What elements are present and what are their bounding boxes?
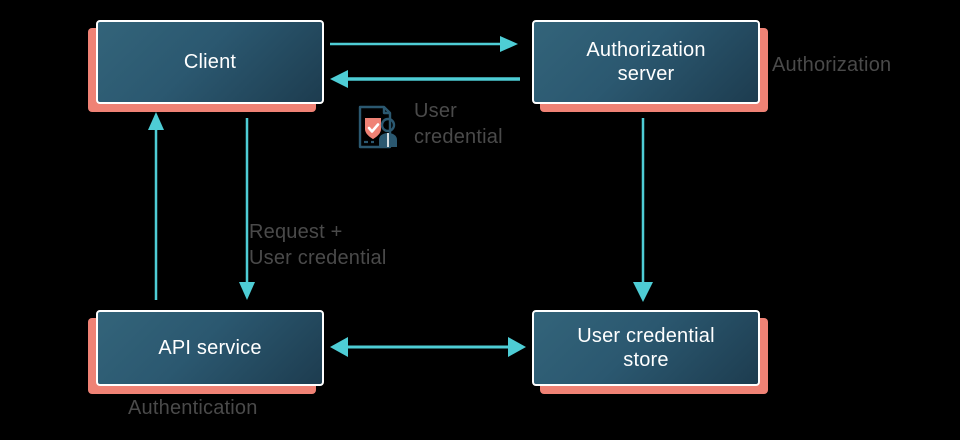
node-api-service[interactable]: API service: [88, 310, 324, 394]
arrow-authorization-server-to-user-credential-store: [633, 118, 653, 302]
node-plate: User credential store: [532, 310, 760, 386]
check-icon: [367, 123, 380, 133]
node-user-credential-store-label: User credential store: [577, 324, 715, 371]
node-client-label: Client: [183, 50, 237, 73]
document-fold-icon: [382, 107, 390, 115]
node-client[interactable]: Client: [88, 20, 324, 112]
node-plate: Authorization server: [532, 20, 760, 104]
arrow-client-to-api-service: [239, 118, 255, 300]
person-head-icon: [380, 117, 396, 133]
arrow-api-service-user-credential-store: [330, 337, 526, 357]
node-plate: API service: [96, 310, 324, 386]
node-authorization-server-label: Authorization server: [586, 38, 706, 85]
caption-authorization: Authorization: [772, 54, 892, 76]
arrow-authorization-server-to-client: [330, 70, 520, 88]
node-authorization-server[interactable]: Authorization server: [532, 20, 768, 112]
caption-user-credential: User credential: [414, 100, 503, 148]
caption-authentication: Authentication: [128, 397, 258, 419]
user-credential-icon: [358, 105, 397, 149]
arrow-client-to-authorization-server: [330, 36, 518, 52]
arrow-api-service-to-client: [148, 112, 164, 300]
node-user-credential-store[interactable]: User credential store: [532, 310, 768, 394]
caption-request-user-credential: Request + User credential: [249, 221, 387, 269]
node-plate: Client: [96, 20, 324, 104]
node-api-service-label: API service: [158, 336, 262, 359]
